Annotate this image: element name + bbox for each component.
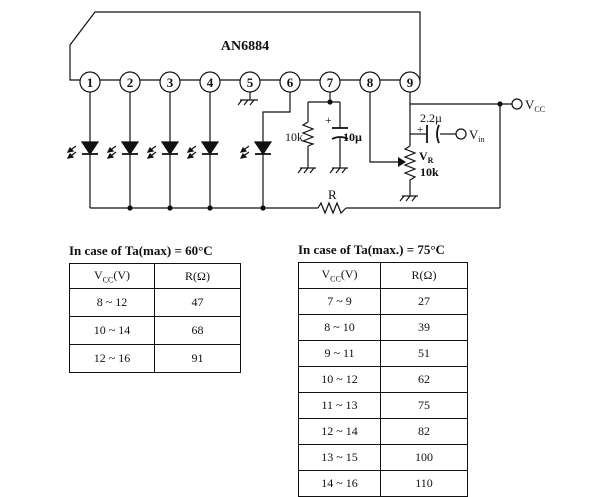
pin-circle (319, 71, 341, 93)
vcc-range-cell: 10 ~ 14 (69, 316, 155, 345)
table2-caption: In case of Ta(max.) = 75°C (298, 242, 445, 257)
junction-dot (260, 205, 266, 211)
pin-circle (279, 71, 301, 93)
resistance-cell: 51 (380, 340, 468, 367)
pin-number: 3 (167, 75, 174, 90)
ground-icon (237, 99, 258, 106)
table1-header-vcc: VCC(V) (69, 263, 155, 289)
vcc-range-cell: 14 ~ 16 (298, 470, 381, 497)
table2-header-vcc: VCC(V) (298, 262, 381, 289)
vr-label: VR (419, 149, 434, 165)
pin-number: 6 (287, 75, 294, 90)
pin-circle (159, 71, 181, 93)
led-icon (186, 137, 220, 159)
r7-label: 10k (285, 130, 303, 144)
led-icon (146, 137, 180, 159)
vcc-range-cell: 8 ~ 10 (298, 314, 381, 341)
vcc-range-cell: 13 ~ 15 (298, 444, 381, 471)
vin-label: Vin (469, 127, 485, 144)
resistance-cell: 91 (154, 344, 241, 373)
pin-number: 5 (247, 75, 254, 90)
series-r-label: R (328, 187, 337, 202)
resistance-cell: 27 (380, 288, 468, 315)
ground-icon (329, 167, 348, 174)
table2: In case of Ta(max.) = 75°C VCC(V) R(Ω) 7… (298, 242, 468, 497)
cin-label: 2.2µ (420, 111, 442, 125)
table1: In case of Ta(max) = 60°C VCC(V) R(Ω) 8 … (69, 243, 241, 373)
vcc-range-cell: 9 ~ 11 (298, 340, 381, 367)
pin-number: 7 (327, 75, 334, 90)
junction-dot (207, 205, 213, 211)
vin-terminal (455, 128, 467, 140)
pin-circle (359, 71, 381, 93)
led-icon (66, 137, 100, 159)
pin-number: 1 (87, 75, 94, 90)
ground-icon (297, 167, 316, 174)
pin-circle (199, 71, 221, 93)
vcc-label: VCC (525, 97, 545, 114)
vcc-range-cell: 10 ~ 12 (298, 366, 381, 393)
pin-number: 4 (207, 75, 214, 90)
resistance-cell: 75 (380, 392, 468, 419)
led-icon (239, 137, 273, 159)
pin-circle (239, 71, 261, 93)
cin-plus: + (417, 124, 423, 136)
c7-label: 10µ (343, 130, 362, 144)
table2-header-r: R(Ω) (380, 262, 468, 289)
vcc-terminal (511, 98, 523, 110)
pin-number: 8 (367, 75, 374, 90)
pin-circle (79, 71, 101, 93)
c7-plus: + (325, 113, 332, 127)
resistance-cell: 100 (380, 444, 468, 471)
pin-number: 2 (127, 75, 134, 90)
resistance-cell: 82 (380, 418, 468, 445)
vcc-range-cell: 8 ~ 12 (69, 288, 155, 317)
junction-dot (167, 205, 173, 211)
resistance-cell: 110 (380, 470, 468, 497)
vcc-range-cell: 12 ~ 16 (69, 344, 155, 373)
vcc-range-cell: 11 ~ 13 (298, 392, 381, 419)
circuit-diagram: 1 2 3 4 5 6 7 8 9 AN6884 10k 10µ + 2.2µ + Vin VR… (66, 11, 545, 215)
junction-dot (497, 101, 503, 107)
junction-dot (127, 205, 133, 211)
table1-header-r: R(Ω) (154, 263, 241, 289)
table1-caption: In case of Ta(max) = 60°C (69, 243, 213, 258)
resistance-cell: 47 (154, 288, 241, 317)
resistance-cell: 62 (380, 366, 468, 393)
resistance-cell: 39 (380, 314, 468, 341)
chip-name: AN6884 (221, 39, 269, 54)
junction-dot (327, 99, 333, 105)
pin-circle (399, 71, 421, 93)
vcc-range-cell: 12 ~ 14 (298, 418, 381, 445)
resistance-cell: 68 (154, 316, 241, 345)
vcc-range-cell: 7 ~ 9 (298, 288, 381, 315)
ground-icon (399, 195, 418, 202)
vr-value: 10k (420, 165, 439, 179)
led-icon (106, 137, 140, 159)
pin-circle (119, 71, 141, 93)
pin-number: 9 (407, 75, 414, 90)
